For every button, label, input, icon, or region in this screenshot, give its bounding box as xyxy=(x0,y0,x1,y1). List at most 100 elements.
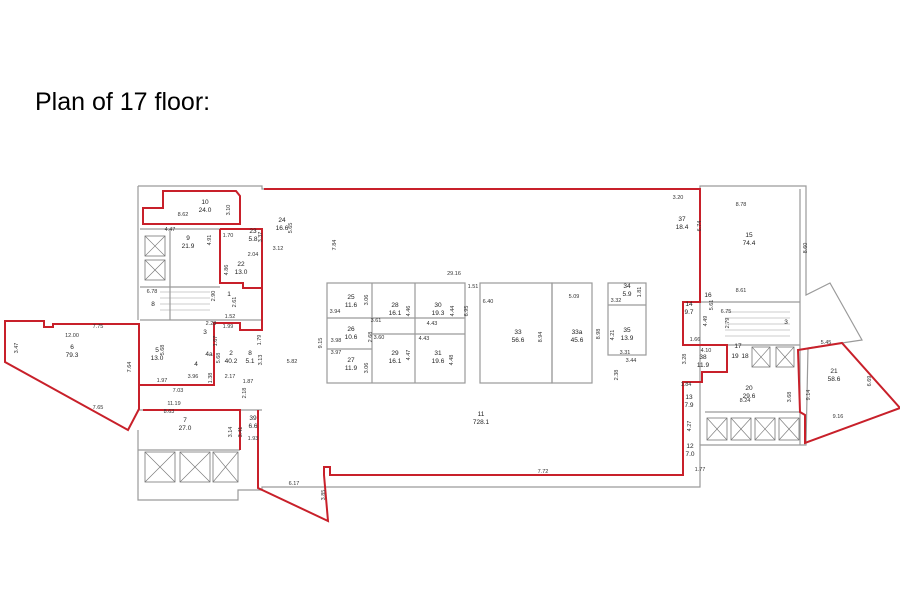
room-number: 23 xyxy=(249,228,257,235)
room-number: 3 xyxy=(203,329,207,336)
room-number: 6 xyxy=(70,344,74,351)
room-number: 4a xyxy=(205,351,213,358)
dimension-label: 4.43 xyxy=(427,321,438,327)
room-6: 679.3 xyxy=(66,344,79,359)
dimension-label: 3.96 xyxy=(188,374,199,380)
dimension-label: 1.84 xyxy=(681,382,692,388)
dimension-label: 9.14 xyxy=(806,390,812,401)
dimension-label: 7.65 xyxy=(93,405,104,411)
room-area: 27.0 xyxy=(179,425,192,432)
elevator-shaft-icon xyxy=(144,451,176,483)
dimension-label: 3.61 xyxy=(371,318,382,324)
dimension-label: 4.91 xyxy=(207,235,213,246)
room-area: 13.0 xyxy=(235,269,248,276)
dimension-label: 9.16 xyxy=(833,414,844,420)
dimension-label: 1.81 xyxy=(637,287,643,298)
elevator-shaft-icon xyxy=(179,451,211,483)
room-2: 240.2 xyxy=(225,350,238,365)
dimension-label: 6.69 xyxy=(867,376,873,387)
dimension-label: 8.98 xyxy=(596,329,602,340)
room-17: 17 xyxy=(734,343,742,350)
dimension-label: 5.68 xyxy=(160,345,166,356)
room-area: 5.1 xyxy=(245,358,254,365)
room-area: 58.6 xyxy=(828,376,841,383)
room-number: 25 xyxy=(347,294,355,301)
dimension-label: 4.21 xyxy=(610,330,616,341)
room-14: 149.7 xyxy=(684,301,693,316)
room-number: 7 xyxy=(183,417,187,424)
dimension-label: 6.40 xyxy=(483,299,494,305)
dimension-label: 8.24 xyxy=(740,398,751,404)
dimension-label: 3.41 xyxy=(238,427,244,438)
dimension-label: 2.68 xyxy=(368,332,374,343)
room-area: 728.1 xyxy=(473,419,490,426)
room-number: 34 xyxy=(623,283,631,290)
room-number: 4 xyxy=(194,361,198,368)
room-number: 2 xyxy=(229,350,233,357)
room-area: 29.6 xyxy=(743,393,756,400)
room-area: 40.2 xyxy=(225,358,238,365)
room-number: 37 xyxy=(678,216,686,223)
room-area: 13.9 xyxy=(621,335,634,342)
room-number: 39 xyxy=(249,415,257,422)
room-number: 21 xyxy=(830,368,838,375)
dimension-label: 3.94 xyxy=(330,309,341,315)
room-3: 3 xyxy=(784,319,788,326)
room-18: 18 xyxy=(741,353,749,360)
dimension-label: 29.16 xyxy=(447,271,461,277)
room-number: 17 xyxy=(734,343,742,350)
dimension-label: 4.10 xyxy=(701,348,712,354)
dimension-label: 3.14 xyxy=(228,427,234,438)
room-number: 13 xyxy=(685,394,693,401)
dimension-label: 2.04 xyxy=(248,252,259,258)
room-area: 5.9 xyxy=(622,291,631,298)
dimension-label: 8.78 xyxy=(736,202,747,208)
dimension-label: 7.72 xyxy=(538,469,549,475)
dimension-label: 3.32 xyxy=(611,298,622,304)
room-number: 26 xyxy=(347,326,355,333)
room-number: 1 xyxy=(227,291,231,298)
dimension-label: 2.18 xyxy=(242,388,248,399)
elevator-shaft-icon xyxy=(144,235,166,257)
dimension-label: 2.79 xyxy=(725,318,731,329)
room-number: 3 xyxy=(784,319,788,326)
dimension-label: 1.38 xyxy=(208,373,214,384)
room-labels: 1024.0921.92416.6235.82213.018679.3513.0… xyxy=(66,199,841,458)
room-number: 29 xyxy=(391,350,399,357)
room-number: 31 xyxy=(434,350,442,357)
room-number: 8 xyxy=(151,301,155,308)
room-number: 27 xyxy=(347,357,355,364)
dimension-label: 4.47 xyxy=(165,227,176,233)
dimension-label: 3.97 xyxy=(331,350,342,356)
dimension-label: 1.77 xyxy=(695,467,706,473)
room-number: 5 xyxy=(155,347,159,354)
room-9: 921.9 xyxy=(182,235,195,250)
dimension-label: 7.84 xyxy=(332,240,338,251)
dimension-label: 8.60 xyxy=(803,243,809,254)
room-area: 9.7 xyxy=(684,309,693,316)
room-area: 10.6 xyxy=(345,334,358,341)
dimension-label: 2.17 xyxy=(225,374,236,380)
dimension-label: 3.44 xyxy=(626,358,637,364)
dimension-label: 1.97 xyxy=(157,378,168,384)
room-area: 7.9 xyxy=(684,402,693,409)
room-16: 16 xyxy=(704,292,712,299)
room-area: 16.1 xyxy=(389,310,402,317)
room-area: 18.4 xyxy=(676,224,689,231)
dimension-label: 5.65 xyxy=(288,223,294,234)
dimension-label: 7.03 xyxy=(173,388,184,394)
room-area: 56.6 xyxy=(512,337,525,344)
dimension-label: 3.85 xyxy=(321,490,327,501)
